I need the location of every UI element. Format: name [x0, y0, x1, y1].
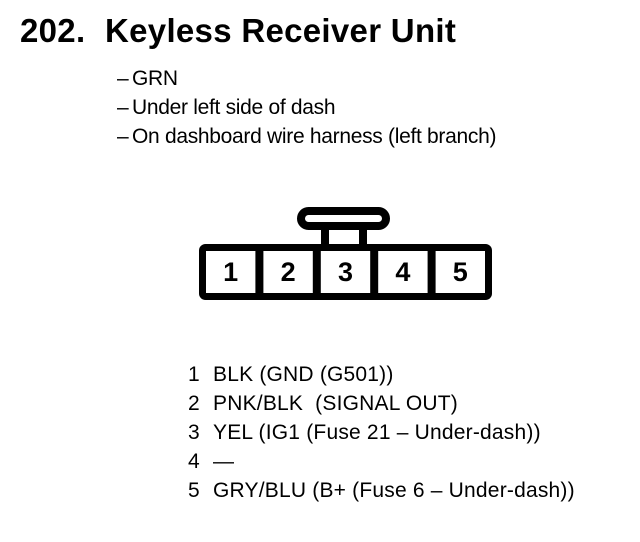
cavity-number-3: 3 — [338, 257, 353, 287]
section-heading: 202. Keyless Receiver Unit — [20, 12, 456, 50]
cavity-numbers: 1 2 3 4 5 — [223, 257, 468, 287]
note-text: On dashboard wire harness (left branch) — [132, 125, 497, 148]
dash-bullet: – — [117, 96, 129, 119]
pin-number: 3 — [188, 421, 200, 444]
cavity-number-1: 1 — [223, 257, 238, 287]
dash-bullet: – — [117, 67, 129, 90]
pin-description: PNK/BLK (SIGNAL OUT) — [213, 392, 458, 415]
pin-description: BLK (GND (G501)) — [213, 363, 394, 386]
pin-description: YEL (IG1 (Fuse 21 – Under-dash)) — [213, 421, 541, 444]
pinout-list: 1 BLK (GND (G501)) 2 PNK/BLK (SIGNAL OUT… — [188, 360, 575, 505]
pin-description: GRY/BLU (B+ (Fuse 6 – Under-dash)) — [213, 479, 575, 502]
pin-description: — — [213, 450, 235, 473]
connector-lock-tab — [297, 207, 390, 248]
connector-diagram: 1 2 3 4 5 — [199, 207, 492, 300]
pin-number: 1 — [188, 363, 200, 386]
page-title: Keyless Receiver Unit — [105, 12, 457, 49]
pin-row: 3 YEL (IG1 (Fuse 21 – Under-dash)) — [188, 418, 575, 447]
note-text: Under left side of dash — [132, 96, 336, 119]
connector-body — [199, 244, 492, 300]
pin-number: 4 — [188, 450, 200, 473]
section-number: 202. — [20, 12, 86, 49]
note-item: – GRN — [117, 64, 496, 93]
cavity-number-2: 2 — [281, 257, 296, 287]
pin-number: 2 — [188, 392, 200, 415]
pin-row: 5 GRY/BLU (B+ (Fuse 6 – Under-dash)) — [188, 476, 575, 505]
note-item: – Under left side of dash — [117, 93, 496, 122]
cavity-number-4: 4 — [395, 257, 410, 287]
pin-row: 2 PNK/BLK (SIGNAL OUT) — [188, 389, 575, 418]
note-text: GRN — [132, 67, 178, 90]
pin-number: 5 — [188, 479, 200, 502]
pin-row: 1 BLK (GND (G501)) — [188, 360, 575, 389]
pin-row: 4 — — [188, 447, 575, 476]
cavity-number-5: 5 — [453, 257, 468, 287]
location-notes: – GRN – Under left side of dash – On das… — [117, 64, 496, 151]
note-item: – On dashboard wire harness (left branch… — [117, 122, 496, 151]
dash-bullet: – — [117, 125, 129, 148]
